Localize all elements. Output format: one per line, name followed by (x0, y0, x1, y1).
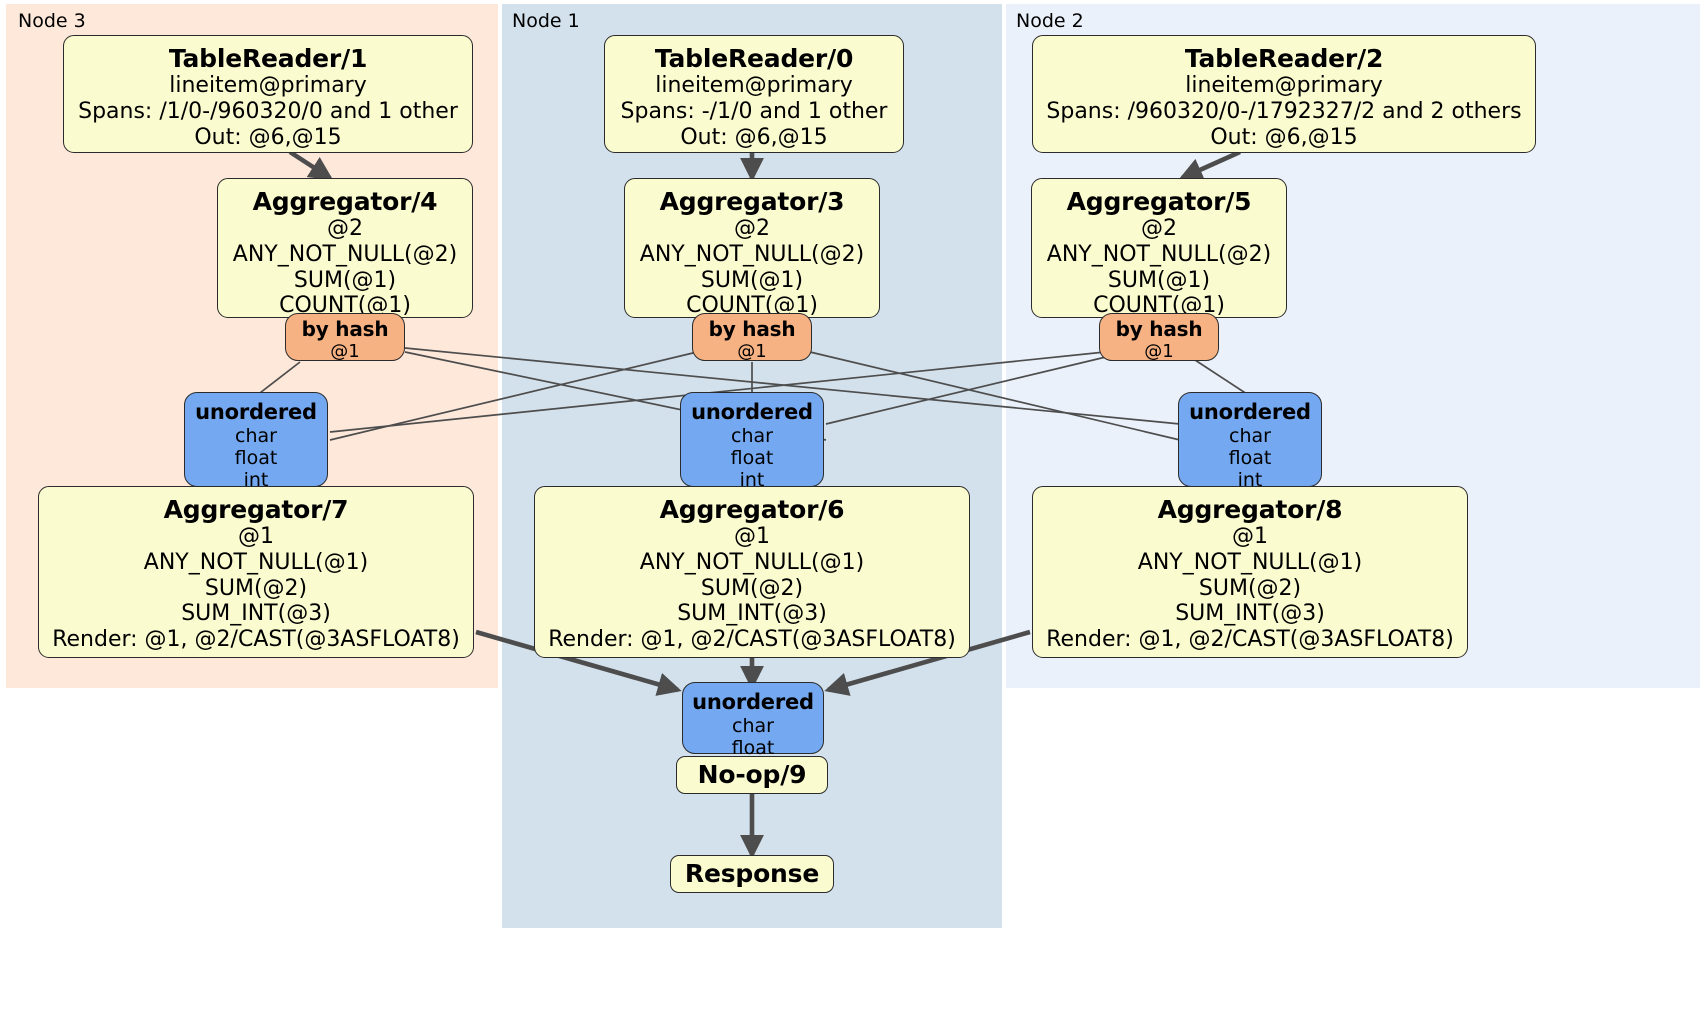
node-title: Aggregator/7 (163, 495, 349, 524)
router-title: by hash (1115, 317, 1203, 341)
node-aggregator-8[interactable]: Aggregator/8 @1 ANY_NOT_NULL(@1) SUM(@2)… (1032, 486, 1468, 658)
sink-type-line: float (1228, 446, 1272, 469)
router-title: by hash (301, 317, 389, 341)
sink-type-line: float (731, 736, 775, 759)
router-detail-line: @1 (330, 341, 360, 363)
node-detail-line: SUM(@1) (293, 267, 397, 293)
node-response[interactable]: Response (670, 855, 834, 893)
node-title: Aggregator/8 (1157, 495, 1343, 524)
sink-type-line: char (732, 714, 774, 737)
region-node-2-label: Node 2 (1016, 10, 1084, 32)
node-title: TableReader/2 (1184, 44, 1384, 73)
node-detail-line: ANY_NOT_NULL(@2) (1046, 241, 1272, 267)
region-node-1-label: Node 1 (512, 10, 580, 32)
node-detail-line: ANY_NOT_NULL(@1) (143, 549, 369, 575)
node-detail-line: @2 (734, 216, 770, 242)
node-tablereader-0[interactable]: TableReader/0 lineitem@primary Spans: -/… (604, 35, 904, 153)
sink-type-line: float (234, 446, 278, 469)
sink-title: unordered (692, 690, 814, 714)
node-detail-line: SUM(@1) (700, 267, 804, 293)
node-title: No-op/9 (697, 760, 807, 789)
node-title: TableReader/0 (654, 44, 854, 73)
sink-unordered-node3[interactable]: unordered char float int (184, 392, 328, 491)
node-detail-line: lineitem@primary (169, 73, 367, 99)
node-detail-line: SUM_INT(@3) (1175, 601, 1325, 627)
sink-type-line: int (1237, 469, 1263, 491)
node-no-op-9[interactable]: No-op/9 (676, 756, 828, 794)
node-title: TableReader/1 (168, 44, 368, 73)
node-detail-line: @2 (1141, 216, 1177, 242)
sink-type-line: char (731, 424, 773, 447)
sink-type-line: float (730, 446, 774, 469)
node-detail-line: Render: @1, @2/CAST(@3ASFLOAT8) (548, 627, 956, 653)
sink-type-line: int (739, 469, 765, 491)
node-detail-line: SUM(@2) (204, 575, 308, 601)
router-by-hash-node2[interactable]: by hash @1 (1099, 313, 1219, 363)
node-title: Response (684, 859, 820, 888)
node-detail-line: Render: @1, @2/CAST(@3ASFLOAT8) (52, 627, 460, 653)
node-detail-line: SUM_INT(@3) (181, 601, 331, 627)
node-detail-line: SUM_INT(@3) (677, 601, 827, 627)
node-detail-line: ANY_NOT_NULL(@1) (1137, 549, 1363, 575)
router-detail-line: @1 (1144, 341, 1174, 363)
node-title: Aggregator/4 (252, 187, 438, 216)
router-title: by hash (708, 317, 796, 341)
sink-unordered-final[interactable]: unordered char float (682, 682, 824, 759)
node-tablereader-1[interactable]: TableReader/1 lineitem@primary Spans: /1… (63, 35, 473, 153)
node-aggregator-3[interactable]: Aggregator/3 @2 ANY_NOT_NULL(@2) SUM(@1)… (624, 178, 880, 318)
sink-type-line: char (235, 424, 277, 447)
node-detail-line: SUM(@1) (1107, 267, 1211, 293)
node-detail-line: lineitem@primary (655, 73, 853, 99)
sink-title: unordered (691, 400, 813, 424)
sink-unordered-node1[interactable]: unordered char float int (680, 392, 824, 491)
node-detail-line: Out: @6,@15 (680, 124, 828, 150)
sink-unordered-node2[interactable]: unordered char float int (1178, 392, 1322, 491)
node-detail-line: Spans: -/1/0 and 1 other (620, 98, 888, 124)
node-detail-line: Spans: /1/0-/960320/0 and 1 other (78, 98, 458, 124)
router-detail-line: @1 (737, 341, 767, 363)
node-detail-line: @1 (238, 524, 274, 550)
node-detail-line: SUM(@2) (700, 575, 804, 601)
node-detail-line: ANY_NOT_NULL(@1) (639, 549, 865, 575)
router-by-hash-node1[interactable]: by hash @1 (692, 313, 812, 363)
node-detail-line: Out: @6,@15 (1210, 124, 1358, 150)
node-detail-line: ANY_NOT_NULL(@2) (232, 241, 458, 267)
node-aggregator-6[interactable]: Aggregator/6 @1 ANY_NOT_NULL(@1) SUM(@2)… (534, 486, 970, 658)
node-aggregator-5[interactable]: Aggregator/5 @2 ANY_NOT_NULL(@2) SUM(@1)… (1031, 178, 1287, 318)
node-detail-line: @1 (1232, 524, 1268, 550)
router-by-hash-node3[interactable]: by hash @1 (285, 313, 405, 363)
node-tablereader-2[interactable]: TableReader/2 lineitem@primary Spans: /9… (1032, 35, 1536, 153)
node-aggregator-4[interactable]: Aggregator/4 @2 ANY_NOT_NULL(@2) SUM(@1)… (217, 178, 473, 318)
node-detail-line: lineitem@primary (1185, 73, 1383, 99)
node-title: Aggregator/5 (1066, 187, 1252, 216)
node-aggregator-7[interactable]: Aggregator/7 @1 ANY_NOT_NULL(@1) SUM(@2)… (38, 486, 474, 658)
node-detail-line: @1 (734, 524, 770, 550)
node-title: Aggregator/3 (659, 187, 845, 216)
node-detail-line: SUM(@2) (1198, 575, 1302, 601)
node-title: Aggregator/6 (659, 495, 845, 524)
node-detail-line: Out: @6,@15 (194, 124, 342, 150)
node-detail-line: @2 (327, 216, 363, 242)
region-node-3-label: Node 3 (18, 10, 86, 32)
sink-type-line: char (1229, 424, 1271, 447)
node-detail-line: Spans: /960320/0-/1792327/2 and 2 others (1046, 98, 1522, 124)
node-detail-line: ANY_NOT_NULL(@2) (639, 241, 865, 267)
sink-type-line: int (243, 469, 269, 491)
sink-title: unordered (1189, 400, 1311, 424)
node-detail-line: Render: @1, @2/CAST(@3ASFLOAT8) (1046, 627, 1454, 653)
sink-title: unordered (195, 400, 317, 424)
